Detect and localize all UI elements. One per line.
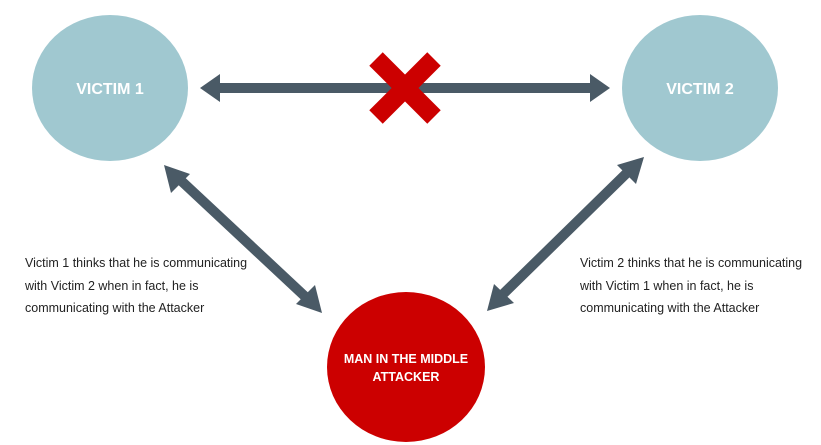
victim1-note-line: communicating with the Attacker <box>25 301 205 315</box>
victim1-attacker-arrow <box>164 165 322 313</box>
attacker-label-line2: ATTACKER <box>373 370 440 384</box>
victim2-note-line: with Victim 1 when in fact, he is <box>580 278 754 293</box>
victim1-label: VICTIM 1 <box>76 81 144 98</box>
victim2-note-line: Victim 2 thinks that he is communicating <box>580 256 803 270</box>
victim2-note-line: communicating with the Attacker <box>580 301 760 315</box>
victim2-attacker-arrow <box>487 157 644 311</box>
victim2-label: VICTIM 2 <box>666 81 734 98</box>
victim2-note: Victim 2 thinks that he is communicating… <box>580 252 802 320</box>
attacker-label-line1: MAN IN THE MIDDLE <box>344 352 468 366</box>
blocked-cross-icon <box>369 52 441 124</box>
victim1-note-line: Victim 1 thinks that he is communicating <box>25 256 248 270</box>
attacker-node: MAN IN THE MIDDLE ATTACKER <box>327 292 485 442</box>
victim1-note-line: with Victim 2 when in fact, he is <box>25 278 199 293</box>
victim1-node: VICTIM 1 <box>32 15 188 161</box>
victim1-note: Victim 1 thinks that he is communicating… <box>25 252 247 320</box>
victim2-node: VICTIM 2 <box>622 15 778 161</box>
